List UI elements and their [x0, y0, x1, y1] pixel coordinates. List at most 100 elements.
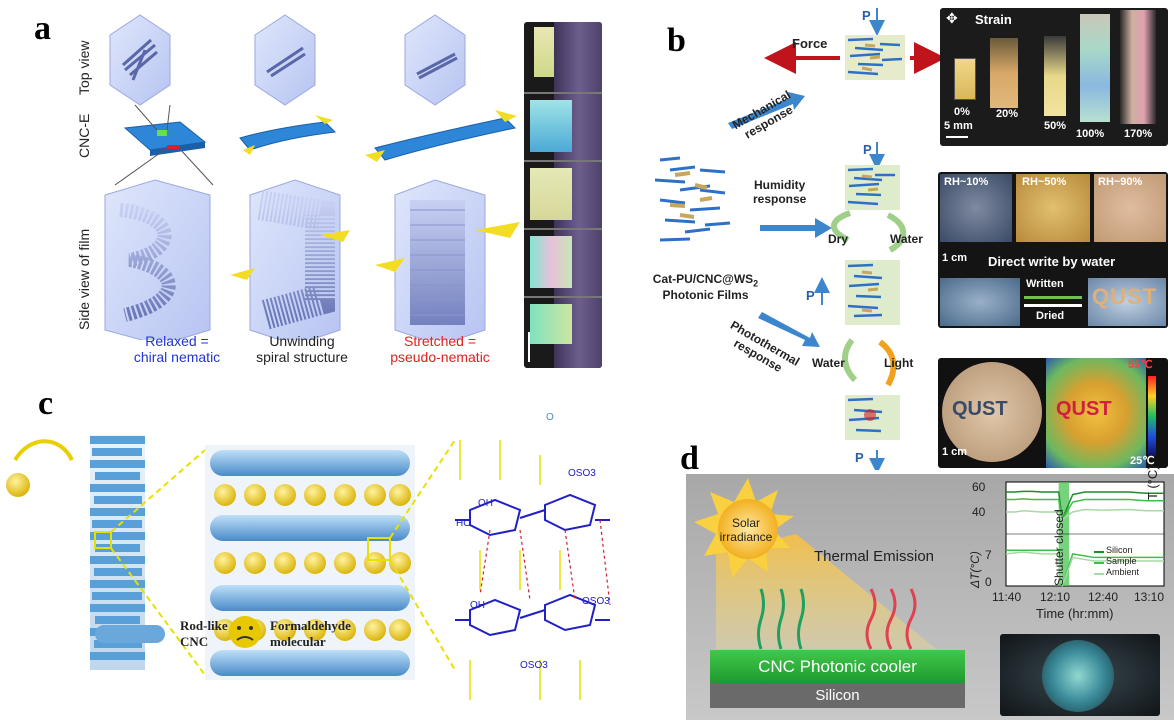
rh-50: RH~50% — [1022, 176, 1067, 188]
delta-series-ambient — [1005, 551, 1164, 587]
water-label-2: Water — [812, 356, 845, 370]
chart-ylabel-top-text: T (°C) — [1145, 465, 1160, 500]
stretch-photo-strip — [524, 22, 602, 368]
chart-y-tick-40: 40 — [972, 505, 986, 519]
thermal-emission-label: Thermal Emission — [814, 548, 935, 565]
chem-oh-2: OH — [470, 600, 485, 611]
dried-label: Dried — [1036, 310, 1065, 322]
legend-sample: Sample — [1106, 556, 1137, 566]
cnc-e-film-relaxed — [114, 104, 214, 186]
p-label-bottom: P — [855, 450, 864, 465]
chart-xlabel: Time (hr:mm) — [1036, 606, 1114, 621]
caption-unwinding: Unwinding spiral structure — [256, 333, 348, 365]
temp-high: 55℃ — [1128, 359, 1153, 371]
rh-90: RH~90% — [1098, 176, 1143, 188]
top-view-cube-1 — [109, 14, 171, 106]
cnc-e-film-unwinding — [239, 115, 337, 155]
qust-thermal: QUST — [1056, 398, 1112, 420]
chart-x-tick-2: 12:10 — [1040, 590, 1071, 604]
strain-50: 50% — [1044, 120, 1067, 132]
formaldehyde-icon — [229, 616, 261, 648]
chem-oso3-2: OSO3 — [582, 596, 610, 607]
top-view-cube-2 — [254, 14, 316, 106]
chart-y-tick-0: 0 — [985, 575, 992, 589]
chart-content — [1005, 482, 1164, 587]
scale-5mm: 5 mm — [944, 120, 973, 132]
film-stack-bottom — [845, 395, 900, 440]
photonic-cooler-label: CNC Photonic cooler — [758, 656, 917, 676]
qust-written: QUST — [1092, 284, 1158, 309]
rh-10: RH~10% — [944, 176, 989, 188]
panel-a-illustration — [104, 14, 520, 340]
temperature-series-sample — [1006, 498, 1164, 522]
photonic-cooler-layer: CNC Photonic cooler — [710, 650, 965, 683]
humidity-photo: RH~10% RH~50% RH~90% 1 cm Direct write b… — [938, 172, 1168, 328]
legend-ambient: Ambient — [1106, 567, 1140, 577]
panel-b-label: b — [667, 22, 686, 59]
chemical-structure — [455, 493, 610, 637]
panel-c-illustration — [6, 435, 611, 700]
temperature-series-ambient — [1006, 508, 1164, 521]
caption-stretched: Stretched = pseudo-nematic — [390, 333, 490, 365]
side-view-unwinding — [230, 179, 350, 340]
scale-1cm: 1 cm — [942, 252, 968, 264]
humidity-response-label: Humidity response — [753, 178, 807, 206]
film-name-label: Cat-PU/CNC@WS2 Photonic Films — [652, 272, 759, 303]
panel-d-label: d — [680, 440, 699, 477]
chart-y-tick-60: 60 — [972, 480, 986, 494]
temperature-chart — [1005, 481, 1165, 587]
chart-x-tick-3: 12:40 — [1088, 590, 1119, 604]
cnc-rod-icon — [95, 625, 165, 643]
strain-0: 0% — [954, 106, 970, 118]
strain-20: 20% — [996, 108, 1019, 120]
legend-cnc: Rod-like CNC — [180, 618, 228, 649]
thermal-photo: QUST QUST 55℃ 25℃ 1 cm — [938, 358, 1168, 468]
silicon-label: Silicon — [815, 687, 860, 704]
dry-label: Dry — [828, 232, 849, 246]
water-label: Water — [890, 232, 923, 246]
qust-photo: QUST — [952, 398, 1008, 420]
panel-a-label: a — [34, 10, 51, 47]
strain-title: Strain — [975, 12, 1012, 27]
p-label-side: P — [806, 288, 815, 303]
strain-100: 100% — [1076, 128, 1105, 140]
side-view-relaxed — [104, 179, 211, 340]
legend-formaldehyde: Formaldehyde molecular — [270, 618, 351, 649]
light-label: Light — [884, 356, 914, 370]
chart-x-tick-4: 13:10 — [1134, 590, 1165, 604]
thermal-emission-arrows — [865, 588, 917, 650]
silicon-layer: Silicon — [710, 683, 965, 708]
caption-relaxed: Relaxed = chiral nematic — [133, 333, 221, 365]
direct-write-label: Direct write by water — [988, 254, 1116, 269]
chart-ylabel-bottom-text: ΔT(°C) — [968, 551, 982, 588]
solar-irradiance-label: Solar irradiance — [719, 516, 773, 544]
green-arrows — [757, 588, 805, 650]
chem-ho-1: HO — [456, 518, 471, 529]
chem-oso3-3: OSO3 — [520, 660, 548, 671]
side-view-stretched — [375, 179, 520, 340]
sun-icon — [694, 478, 794, 578]
cooler-sample-photo — [1000, 634, 1160, 716]
chart-y-tick-7: 7 — [985, 548, 992, 562]
panel-b-diagram — [654, 8, 940, 470]
film-stack-mid2 — [845, 260, 900, 325]
film-stack-mid1 — [845, 165, 900, 210]
rod-stack — [205, 445, 415, 680]
temp-low: 25℃ — [1130, 455, 1155, 467]
p-label-top: P — [862, 8, 871, 23]
water-molecule-o: O — [546, 412, 554, 423]
scale-1cm-b: 1 cm — [942, 446, 968, 458]
chart-x-tick-1: 11:40 — [992, 590, 1022, 604]
chem-oh-1: OH — [478, 498, 493, 509]
film-cluster-icon — [654, 155, 735, 245]
top-view-cube-3 — [404, 14, 466, 106]
strain-170: 170% — [1124, 128, 1153, 140]
hydrogen-bonds-yellow — [459, 440, 581, 700]
force-label: Force — [792, 36, 828, 51]
cooler-illustration — [694, 478, 936, 650]
strain-photo: Strain ✥ 0% 20% 50% 100% 170% 5 mm — [940, 8, 1168, 146]
written-label: Written — [1026, 278, 1064, 290]
chem-oso3-1: OSO3 — [568, 468, 596, 479]
strain-arrows-icon: ✥ — [946, 10, 958, 26]
hydrogen-bonds-red — [479, 519, 611, 606]
